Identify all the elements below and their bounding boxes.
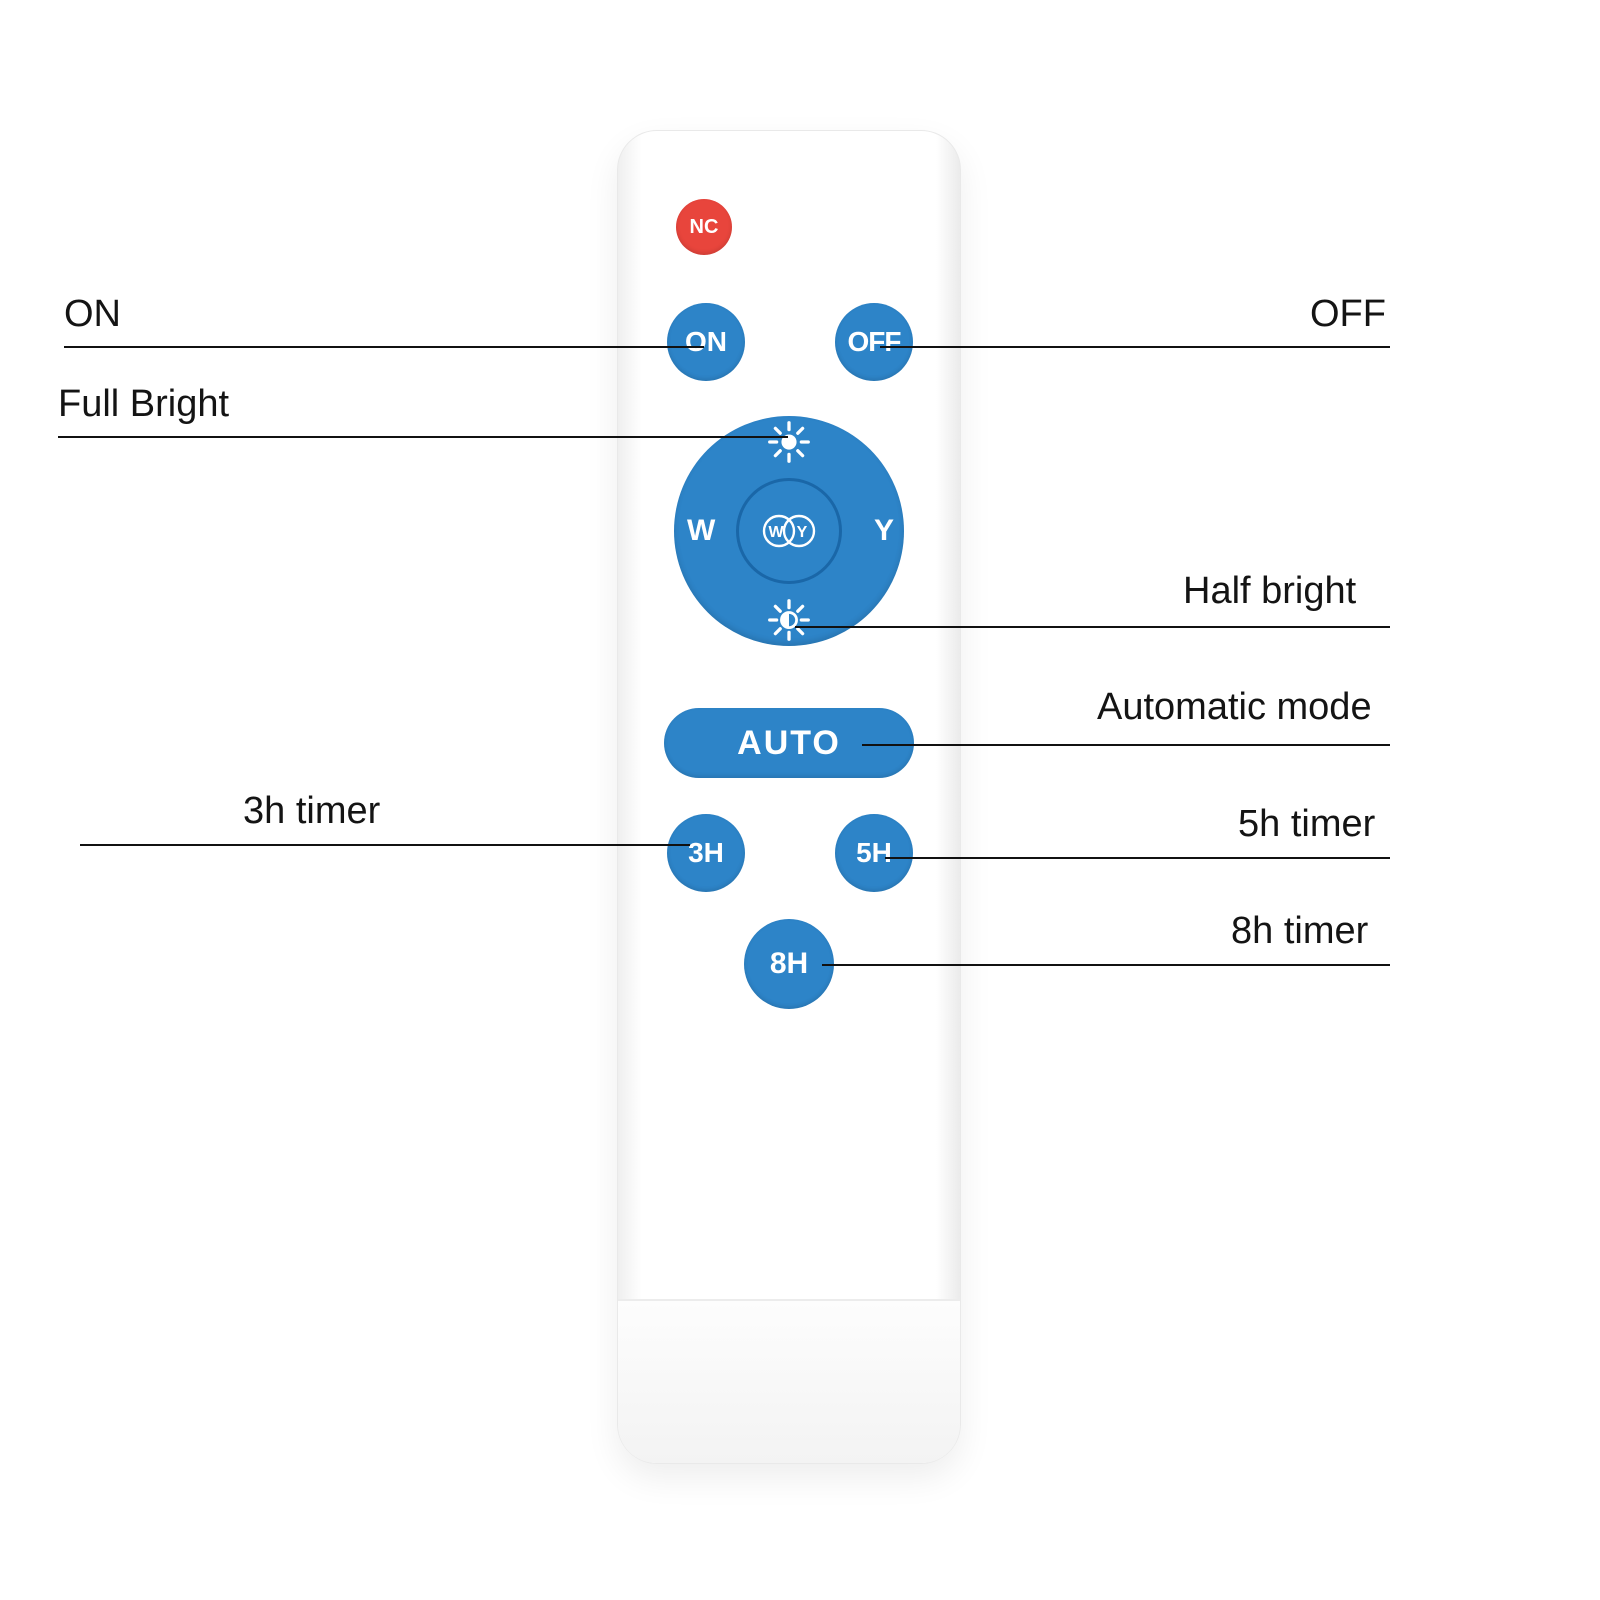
timer-5h-callout-line	[885, 857, 1390, 859]
timer-5h-button[interactable]: 5H	[835, 814, 913, 892]
sun-full-icon	[768, 421, 810, 463]
off-callout-line	[880, 346, 1390, 348]
remote-bottom-panel	[618, 1299, 960, 1463]
auto-mode-annotation-label: Automatic mode	[1097, 686, 1372, 728]
full-bright-button[interactable]	[767, 420, 811, 464]
wy-w-label: W	[768, 524, 784, 541]
half-bright-button[interactable]	[767, 598, 811, 642]
timer-3h-callout-line	[80, 844, 690, 846]
half-bright-callout-line	[795, 626, 1390, 628]
off-annotation-label: OFF	[1310, 293, 1386, 335]
timer-8h-annotation-label: 8h timer	[1231, 910, 1369, 952]
remote-control-body: NC ON OFF	[617, 130, 961, 1464]
white-yellow-mix-button[interactable]: W Y	[736, 478, 842, 584]
on-annotation-label: ON	[64, 293, 121, 335]
timer-3h-button[interactable]: 3H	[667, 814, 745, 892]
off-button-label: OFF	[847, 326, 902, 357]
full-bright-annotation-label: Full Bright	[58, 383, 230, 425]
timer-3h-label: 3H	[688, 837, 724, 868]
half-bright-annotation-label: Half bright	[1183, 570, 1357, 612]
timer-8h-callout-line	[822, 964, 1390, 966]
auto-mode-button[interactable]: AUTO	[664, 708, 914, 778]
wy-mix-icon: W Y	[762, 514, 816, 548]
timer-5h-label: 5H	[856, 837, 892, 868]
white-light-label: W	[687, 514, 716, 547]
sun-half-icon	[768, 599, 810, 641]
on-button-label: ON	[685, 326, 727, 357]
timer-8h-label: 8H	[769, 947, 809, 980]
yellow-light-label: Y	[874, 514, 895, 547]
timer-8h-button[interactable]: 8H	[744, 919, 834, 1009]
white-light-button[interactable]: W	[687, 514, 715, 548]
brightness-mode-pad: W W Y Y	[674, 416, 904, 646]
timer-5h-annotation-label: 5h timer	[1238, 803, 1376, 845]
on-callout-line	[64, 346, 704, 348]
wy-y-label: Y	[797, 524, 808, 541]
full-bright-callout-line	[58, 436, 788, 438]
timer-3h-annotation-label: 3h timer	[243, 790, 381, 832]
auto-button-label: AUTO	[737, 723, 841, 762]
nc-button[interactable]: NC	[676, 199, 732, 255]
auto-mode-callout-line	[862, 744, 1390, 746]
on-button[interactable]: ON	[667, 303, 745, 381]
yellow-light-button[interactable]: Y	[874, 514, 894, 548]
off-button[interactable]: OFF	[835, 303, 913, 381]
nc-button-label: NC	[689, 215, 719, 238]
